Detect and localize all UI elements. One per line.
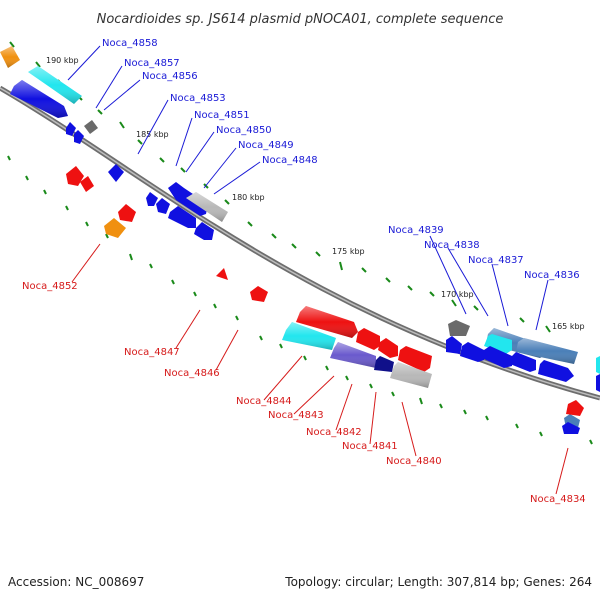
gene-arrow[interactable] (84, 120, 98, 134)
gene-label[interactable]: Noca_4836 (524, 270, 580, 281)
gene-arrow[interactable] (460, 342, 484, 362)
gene-arrow[interactable] (118, 204, 136, 222)
gene-label[interactable]: Noca_4848 (262, 155, 318, 166)
summary-text: Topology: circular; Length: 307,814 bp; … (284, 575, 592, 589)
gene-label[interactable]: Noca_4853 (170, 93, 226, 104)
gene-arrow[interactable] (562, 422, 580, 434)
gene-arrow[interactable] (66, 122, 76, 136)
scale-label: 190 kbp (46, 56, 79, 65)
scale-label: 165 kbp (552, 322, 585, 331)
gene-arrow[interactable] (446, 336, 462, 354)
gene-arrow[interactable] (356, 328, 380, 350)
gene-arrow[interactable] (596, 356, 600, 374)
gene-arrow[interactable] (448, 320, 470, 336)
gene-label[interactable]: Noca_4843 (268, 410, 324, 421)
gene-arrow[interactable] (80, 176, 94, 192)
gene-arrow[interactable] (66, 166, 84, 186)
gene-arrow[interactable] (484, 334, 512, 354)
gene-arrow[interactable] (250, 286, 268, 302)
gene-label[interactable]: Noca_4857 (124, 58, 180, 69)
leader-lines-reverse (71, 243, 569, 495)
gene-label[interactable]: Noca_4852 (22, 281, 78, 292)
gene-label[interactable]: Noca_4837 (468, 255, 524, 266)
gene-label[interactable]: Noca_4851 (194, 110, 250, 121)
gene-label[interactable]: Noca_4847 (124, 347, 180, 358)
gene-arrow[interactable] (168, 206, 196, 228)
gene-arrow[interactable] (482, 346, 512, 368)
gene-label[interactable]: Noca_4834 (530, 494, 586, 505)
gene-arrow[interactable] (194, 222, 214, 240)
gene-arrow[interactable] (398, 346, 432, 372)
map-title: Nocardioides sp. JS614 plasmid pNOCA01, … (97, 12, 504, 27)
gene-arrow[interactable] (146, 192, 158, 206)
gene-arrow[interactable] (74, 130, 84, 144)
leader-lines-forward (67, 45, 549, 331)
gene-arrow[interactable] (374, 356, 394, 372)
scale-label: 175 kbp (332, 247, 365, 256)
gene-labels-forward: Noca_4858 Noca_4857 Noca_4856 Noca_4853 … (102, 38, 580, 281)
gene-arrow[interactable] (510, 352, 536, 372)
gene-label[interactable]: Noca_4858 (102, 38, 158, 49)
scale-label: 185 kbp (136, 130, 169, 139)
gene-arrow[interactable] (104, 218, 126, 238)
gene-label[interactable]: Noca_4839 (388, 225, 444, 236)
backbone-arc (0, 85, 600, 401)
gene-arrow[interactable] (596, 374, 600, 392)
gene-arrow[interactable] (566, 400, 584, 416)
accession-text: Accession: NC_008697 (8, 575, 144, 589)
scale-label: 180 kbp (232, 193, 265, 202)
tick-marks (7, 41, 593, 445)
gene-labels-reverse: Noca_4852 Noca_4847 Noca_4846 Noca_4844 … (22, 281, 586, 505)
gene-arrow[interactable] (378, 338, 398, 358)
gene-label[interactable]: Noca_4841 (342, 441, 398, 452)
genes-reverse (66, 166, 584, 416)
gene-label[interactable]: Noca_4850 (216, 125, 272, 136)
gene-label[interactable]: Noca_4849 (238, 140, 294, 151)
gene-label[interactable]: Noca_4840 (386, 456, 442, 467)
gene-label[interactable]: Noca_4844 (236, 396, 292, 407)
gene-arrow[interactable] (538, 360, 574, 382)
gene-arrow[interactable] (108, 164, 124, 182)
gene-arrow[interactable] (216, 268, 228, 280)
genes-forward (0, 46, 600, 434)
gene-arrow[interactable] (156, 198, 170, 214)
scale-labels: 190 kbp 185 kbp 180 kbp 175 kbp 170 kbp … (46, 56, 585, 331)
gene-label[interactable]: Noca_4846 (164, 368, 220, 379)
gene-label[interactable]: Noca_4842 (306, 427, 362, 438)
gene-label[interactable]: Noca_4856 (142, 71, 198, 82)
gene-label[interactable]: Noca_4838 (424, 240, 480, 251)
